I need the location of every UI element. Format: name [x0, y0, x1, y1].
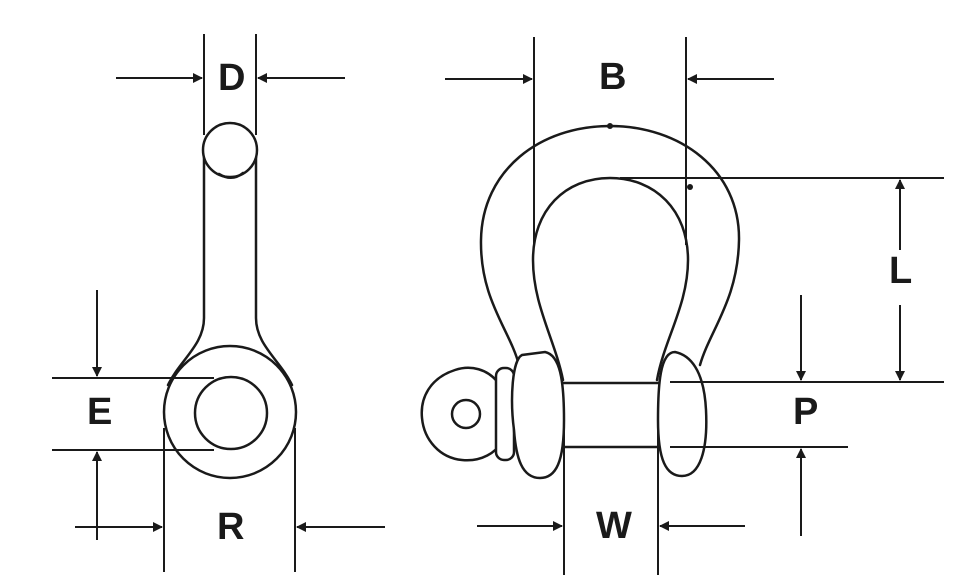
front-view-bow-outer — [479, 124, 741, 367]
front-view-right-ear — [656, 350, 708, 478]
label-B: B — [599, 56, 626, 98]
front-view-bow-inner — [531, 176, 690, 382]
side-view-eye-hole — [193, 375, 269, 451]
dimension-R: R — [75, 428, 385, 572]
label-W: W — [596, 505, 632, 547]
side-view-shackle — [162, 121, 298, 480]
dimension-L: L — [620, 177, 944, 383]
dimension-E: E — [52, 290, 214, 540]
dimension-P: P — [670, 295, 848, 536]
front-view-shackle — [420, 123, 741, 480]
label-E: E — [87, 391, 112, 433]
label-R: R — [217, 506, 244, 548]
label-D: D — [218, 57, 245, 99]
dimension-B: B — [445, 37, 774, 245]
dimension-D: D — [116, 34, 345, 135]
label-L: L — [889, 250, 912, 292]
front-view-pin-hole — [450, 398, 482, 430]
front-view-bow-dot-side — [687, 184, 693, 190]
dimension-W: W — [477, 430, 745, 575]
side-view-eye-outer — [162, 344, 298, 480]
side-view-shank — [166, 150, 294, 387]
side-view-pin-head — [201, 121, 259, 179]
front-view-left-ear — [510, 350, 566, 480]
label-P: P — [793, 391, 818, 433]
front-view-bow-dot-top — [607, 123, 613, 129]
side-view-pin-curve — [217, 171, 245, 179]
